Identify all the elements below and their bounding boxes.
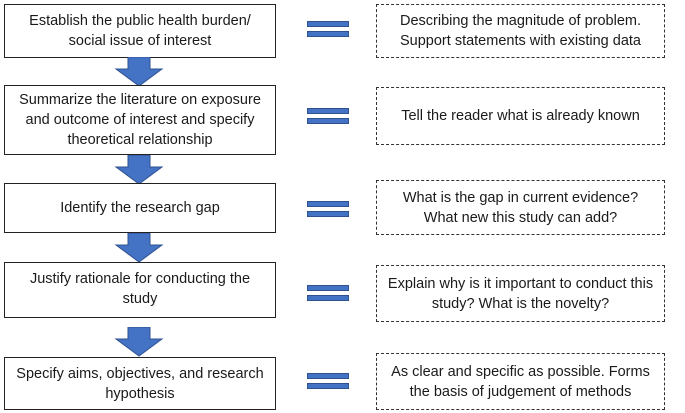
down-arrow-icon <box>114 233 164 263</box>
step-box-2: Summarize the literature on exposure and… <box>4 85 276 155</box>
down-arrow-icon <box>114 155 164 185</box>
step-label: Justify rationale for conducting the stu… <box>29 271 251 307</box>
down-arrow-icon <box>114 327 164 357</box>
step-box-5: Specify aims, objectives, and research h… <box>4 357 276 410</box>
down-arrow-icon <box>114 57 164 87</box>
note-text: Explain why is it important to conduct t… <box>387 275 654 312</box>
note-box-5: As clear and specific as possible. Forms… <box>376 353 665 410</box>
equals-icon <box>307 201 349 218</box>
equals-icon <box>307 21 349 38</box>
note-box-2: Tell the reader what is already known <box>376 87 665 145</box>
note-text: Describing the magnitude of problem. Sup… <box>400 13 641 49</box>
note-text: As clear and specific as possible. Forms… <box>391 363 650 400</box>
note-box-1: Describing the magnitude of problem. Sup… <box>376 4 665 58</box>
note-text: What is the gap in current evidence? Wha… <box>402 189 639 226</box>
step-box-3: Identify the research gap <box>4 183 276 233</box>
step-label: Establish the public health burden/ soci… <box>29 13 251 49</box>
equals-icon <box>307 108 349 125</box>
step-label: Summarize the literature on exposure and… <box>19 92 261 148</box>
step-box-4: Justify rationale for conducting the stu… <box>4 262 276 318</box>
equals-icon <box>307 373 349 390</box>
step-label: Identify the research gap <box>60 200 220 216</box>
note-text: Tell the reader what is already known <box>401 108 640 124</box>
note-box-4: Explain why is it important to conduct t… <box>376 265 665 322</box>
equals-icon <box>307 285 349 302</box>
step-label: Specify aims, objectives, and research h… <box>16 365 264 402</box>
note-box-3: What is the gap in current evidence? Wha… <box>376 180 665 235</box>
step-box-1: Establish the public health burden/ soci… <box>4 4 276 58</box>
